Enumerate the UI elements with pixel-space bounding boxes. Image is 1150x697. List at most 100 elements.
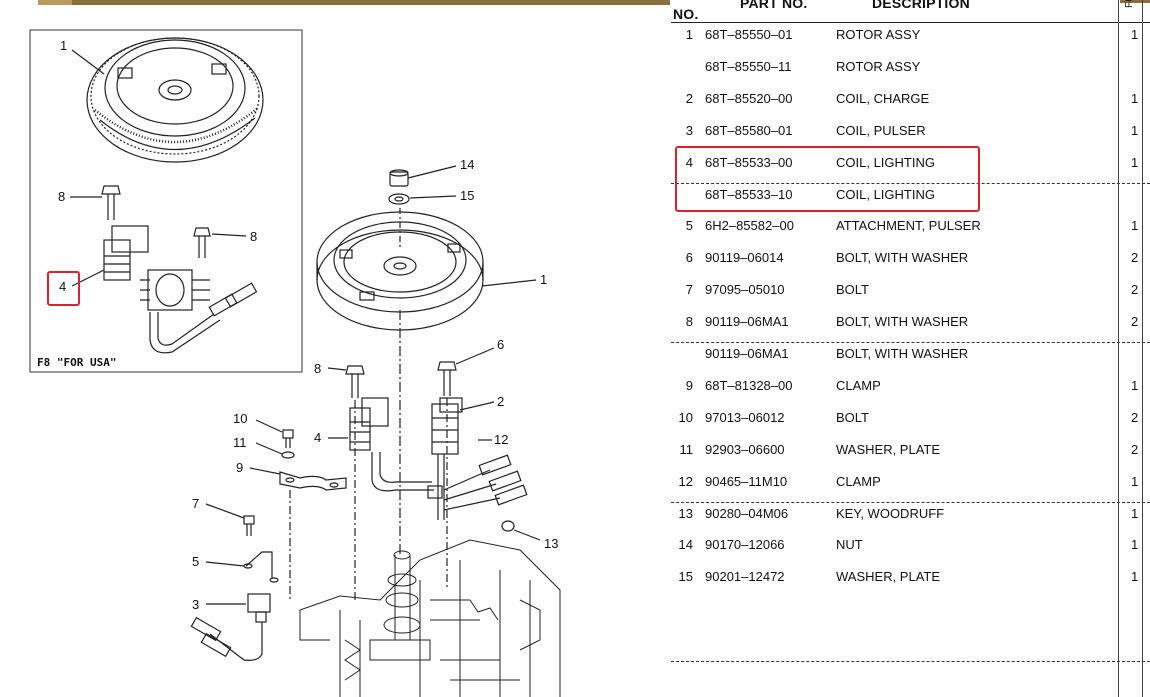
group-divider	[671, 502, 1150, 503]
quantity: 1	[1131, 122, 1139, 138]
header-description: DESCRIPTION	[872, 0, 970, 11]
part-number: 6H2–85582–00	[705, 218, 794, 234]
part-description: COIL, PULSER	[836, 122, 926, 138]
ref-number: 15	[678, 569, 693, 585]
callout-4: 4	[314, 430, 321, 445]
table-row: 90119–06MA1 BOLT, WITH WASHER	[671, 343, 1150, 375]
ref-number: 8	[685, 314, 693, 330]
quantity: 1	[1131, 154, 1139, 170]
callout-3: 3	[192, 597, 199, 612]
part-number: 68T–85550–11	[705, 58, 792, 74]
main-bolt-8	[345, 365, 365, 398]
quantity: 1	[1131, 537, 1139, 553]
table-row: 11 92903–06600 WASHER, PLATE 2	[671, 439, 1150, 471]
callout-10: 10	[233, 411, 247, 426]
ref-number: 9	[685, 377, 693, 393]
table-row: 13 90280–04M06 KEY, WOODRUFF 1	[671, 503, 1150, 535]
inset-lighting-coil	[103, 225, 258, 354]
inset-frame	[29, 29, 303, 373]
inset-callout-4-highlight	[47, 271, 80, 306]
main-bolt-6	[437, 361, 457, 396]
inset-rotor-drawing	[86, 37, 264, 163]
part-number: 92903–06600	[705, 441, 785, 457]
ref-number: 14	[678, 537, 693, 553]
part-number: 90119–06MA1	[705, 346, 789, 361]
quantity: 1	[1131, 505, 1139, 521]
inset-callout-4: 4	[59, 279, 66, 294]
header-f6: F6	[1124, 0, 1135, 8]
ref-number: 10	[678, 409, 693, 425]
callout-14: 14	[460, 157, 474, 172]
ref-number: 13	[678, 505, 693, 521]
part-number: 90201–12472	[705, 569, 785, 585]
part-number: 68T–85520–00	[705, 90, 793, 106]
part-description: WASHER, PLATE	[836, 569, 941, 585]
quantity: 1	[1131, 377, 1139, 393]
callout-6: 6	[497, 337, 504, 352]
part-number: 68T–85580–01	[705, 122, 793, 138]
top-border-tab	[38, 0, 72, 5]
part-description: ROTOR ASSY	[836, 27, 921, 42]
part-number: 97013–06012	[705, 409, 785, 425]
ref-number: 5	[685, 218, 693, 234]
top-border-right	[1120, 0, 1150, 3]
table-row: 2 68T–85520–00 COIL, CHARGE 1	[671, 88, 1150, 120]
part-description: BOLT, WITH WASHER	[836, 314, 969, 330]
inset-callout-8-right: 8	[250, 229, 257, 244]
quantity: 2	[1131, 314, 1139, 330]
table-row: 3 68T–85580–01 COIL, PULSER 1	[671, 120, 1150, 152]
part-number: 90170–12066	[705, 537, 785, 553]
part-description: WASHER, PLATE	[836, 441, 941, 457]
header-part-no: PART NO.	[740, 0, 808, 11]
part-description: BOLT, WITH WASHER	[836, 346, 969, 361]
quantity: 1	[1131, 90, 1139, 106]
part-number: 90280–04M06	[705, 505, 789, 521]
ref-number: 12	[678, 473, 693, 489]
exploded-parts-diagram: 1 8 8 4 F8 "FOR USA" 14 15 1 6 8 2 10 4 …	[29, 29, 561, 697]
group-divider	[671, 183, 1150, 184]
inset-callout-1: 1	[60, 38, 67, 53]
callout-15: 15	[460, 188, 474, 203]
header-no: NO.	[673, 6, 699, 22]
part-description: KEY, WOODRUFF	[836, 505, 945, 521]
inset-bolt-right	[193, 227, 211, 258]
main-charge-coil	[427, 397, 528, 520]
part-number: 68T–85550–01	[705, 27, 793, 42]
ref-number: 11	[679, 441, 694, 457]
engine-block	[299, 539, 561, 697]
main-clamp-9	[279, 471, 347, 491]
ref-number: 6	[685, 250, 693, 266]
part-description: COIL, LIGHTING	[836, 186, 935, 202]
ref-number: 2	[685, 90, 693, 106]
main-attachment-5	[243, 551, 279, 583]
part-description: ATTACHMENT, PULSER	[836, 218, 981, 234]
ref-number: 4	[685, 154, 693, 170]
quantity: 2	[1131, 282, 1139, 298]
callout-9: 9	[236, 460, 243, 475]
part-number: 97095–05010	[705, 282, 785, 298]
callout-1: 1	[540, 272, 547, 287]
part-number: 68T–81328–00	[705, 377, 793, 393]
quantity: 2	[1131, 441, 1139, 457]
ref-number: 1	[685, 27, 693, 42]
part-description: COIL, CHARGE	[836, 90, 930, 106]
main-washer	[388, 193, 410, 205]
callout-2: 2	[497, 394, 504, 409]
callout-13: 13	[544, 536, 558, 551]
group-divider	[671, 342, 1150, 343]
part-description: CLAMP	[836, 473, 881, 489]
callout-8: 8	[314, 361, 321, 376]
top-border-bar	[38, 0, 670, 5]
ref-number: 3	[685, 122, 693, 138]
header-rule	[671, 22, 1150, 23]
